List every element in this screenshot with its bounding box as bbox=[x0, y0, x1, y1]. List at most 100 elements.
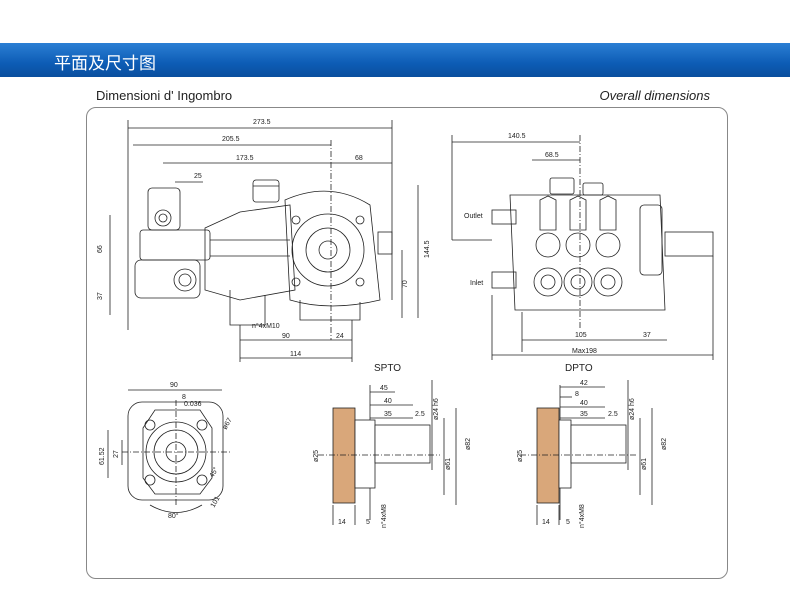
spto-dim-25: ø25 bbox=[313, 450, 320, 462]
valve-plug bbox=[563, 267, 593, 297]
spto-dim-35: 35 bbox=[384, 411, 392, 418]
side-view: 273.5 205.5 173.5 68 25 66 37 bbox=[97, 119, 431, 362]
shaft-right bbox=[664, 231, 714, 257]
spto-hub bbox=[354, 419, 376, 489]
dim-25: 25 bbox=[194, 173, 202, 180]
oil-cap bbox=[549, 177, 575, 195]
valve-plug bbox=[593, 267, 623, 297]
flange-dim-101: 101 bbox=[210, 495, 222, 509]
spto-title: SPTO bbox=[374, 363, 401, 374]
flange-dim-27: 27 bbox=[113, 450, 120, 458]
flange-dim-61: 61.52 bbox=[99, 447, 106, 465]
flange-dim-8: 8 bbox=[182, 394, 186, 401]
front-dim-68: 68.5 bbox=[545, 152, 559, 159]
dpto-hub bbox=[558, 419, 572, 489]
dim-90: 90 bbox=[282, 333, 290, 340]
dpto-shaft bbox=[570, 424, 627, 464]
valve-cover bbox=[599, 195, 617, 231]
front-dim-37: 37 bbox=[643, 332, 651, 339]
oil-cap bbox=[252, 179, 280, 203]
valve-seat bbox=[595, 232, 621, 258]
dpto-flange bbox=[536, 407, 560, 504]
valve-seat bbox=[565, 232, 591, 258]
spto-dim-24h6: ø24 h6 bbox=[433, 398, 440, 420]
valve-plug-inner bbox=[600, 274, 616, 290]
dpto-view: DPTO 42 8 40 35 2.5 ø24 h6 ø61 ø82 ø25 1… bbox=[517, 363, 668, 528]
dim-37: 37 bbox=[97, 292, 104, 300]
bolt bbox=[355, 215, 365, 225]
dim-24: 24 bbox=[336, 333, 344, 340]
inlet-block bbox=[134, 259, 201, 299]
inlet-port bbox=[173, 268, 197, 292]
flange-hole bbox=[144, 419, 156, 431]
spto-dim-5: 5 bbox=[366, 519, 370, 526]
valve-port-inner bbox=[158, 213, 168, 223]
dim-70: 70 bbox=[402, 280, 409, 288]
valve-plug-inner bbox=[540, 274, 556, 290]
spto-flange bbox=[332, 407, 356, 504]
drawing-frame bbox=[86, 107, 728, 579]
spto-dim-14: 14 bbox=[338, 519, 346, 526]
angle-arc bbox=[149, 504, 203, 513]
cap bbox=[582, 182, 604, 196]
flange-dim-45deg: 45° bbox=[208, 466, 220, 479]
dim-144: 144.5 bbox=[424, 240, 431, 258]
valve-plug bbox=[533, 267, 563, 297]
dim-68: 68 bbox=[355, 155, 363, 162]
thread-label: n°4xM10 bbox=[252, 322, 280, 330]
valve-seat bbox=[535, 232, 561, 258]
valve-cover bbox=[569, 195, 587, 231]
front-dim-140: 140.5 bbox=[508, 133, 526, 140]
foot bbox=[229, 290, 266, 326]
dpto-dim-25: ø25 bbox=[517, 450, 524, 462]
outlet-port bbox=[491, 209, 517, 225]
flange-dim-80deg: 80° bbox=[168, 512, 179, 520]
flange-hole bbox=[196, 419, 208, 431]
dpto-dim-61: ø61 bbox=[641, 458, 648, 470]
front-dim-max198: Max198 bbox=[572, 348, 597, 355]
outlet-label: Outlet bbox=[464, 213, 483, 220]
spto-view: SPTO 45 40 35 2.5 ø24 h6 ø61 ø82 ø25 14 … bbox=[313, 363, 472, 528]
valve-port bbox=[154, 209, 172, 227]
dpto-dim-35: 35 bbox=[580, 411, 588, 418]
crankcase-body bbox=[204, 204, 296, 301]
bearing-cover bbox=[291, 213, 365, 287]
dpto-dim-2.5: 2.5 bbox=[608, 411, 618, 418]
front-dim-105: 105 bbox=[575, 332, 587, 339]
spto-dim-82: ø82 bbox=[465, 438, 472, 450]
spto-dim-61: ø61 bbox=[445, 458, 452, 470]
dpto-dim-m8: n°4xM8 bbox=[578, 504, 586, 528]
front-view: 140.5 68.5 Outlet Inlet 105 37 Max198 bbox=[451, 133, 714, 360]
shaft-end bbox=[377, 231, 393, 255]
bolt bbox=[355, 277, 365, 287]
dpto-dim-82: ø82 bbox=[661, 438, 668, 450]
spto-dim-m8: n°4xM8 bbox=[380, 504, 388, 528]
dim-114: 114 bbox=[290, 351, 301, 358]
inlet-port-inner bbox=[178, 273, 192, 287]
dpto-dim-5: 5 bbox=[566, 519, 570, 526]
shaft bbox=[318, 240, 338, 260]
dpto-dim-42: 42 bbox=[580, 380, 588, 387]
foot bbox=[299, 300, 361, 321]
bolt bbox=[291, 215, 301, 225]
flange-hole bbox=[196, 474, 208, 486]
subtitle-italian: Dimensioni d' Ingombro bbox=[96, 88, 233, 103]
flange-dim-90: 90 bbox=[170, 382, 178, 389]
subtitle-english: Overall dimensions bbox=[599, 88, 710, 103]
shaft-boss bbox=[305, 227, 351, 273]
bolt bbox=[291, 277, 301, 287]
side-cover bbox=[639, 204, 663, 276]
dim-273: 273.5 bbox=[253, 119, 271, 126]
spto-dim-45: 45 bbox=[380, 385, 388, 392]
dpto-dim-24h6: ø24 h6 bbox=[629, 398, 636, 420]
header-banner: 平面及尺寸图 bbox=[0, 43, 790, 77]
dim-173: 173.5 bbox=[236, 155, 254, 162]
dim-66: 66 bbox=[97, 245, 104, 253]
dpto-dim-8: 8 bbox=[575, 391, 579, 398]
spto-shaft bbox=[374, 424, 431, 464]
flange-dim-tol: 0.036 bbox=[184, 401, 202, 408]
dim-205: 205.5 bbox=[222, 136, 240, 143]
flange-view: 90 8 0.036 61.52 27 ø67 45° 101 80° bbox=[99, 382, 234, 520]
flange-dim-67: ø67 bbox=[222, 417, 234, 431]
